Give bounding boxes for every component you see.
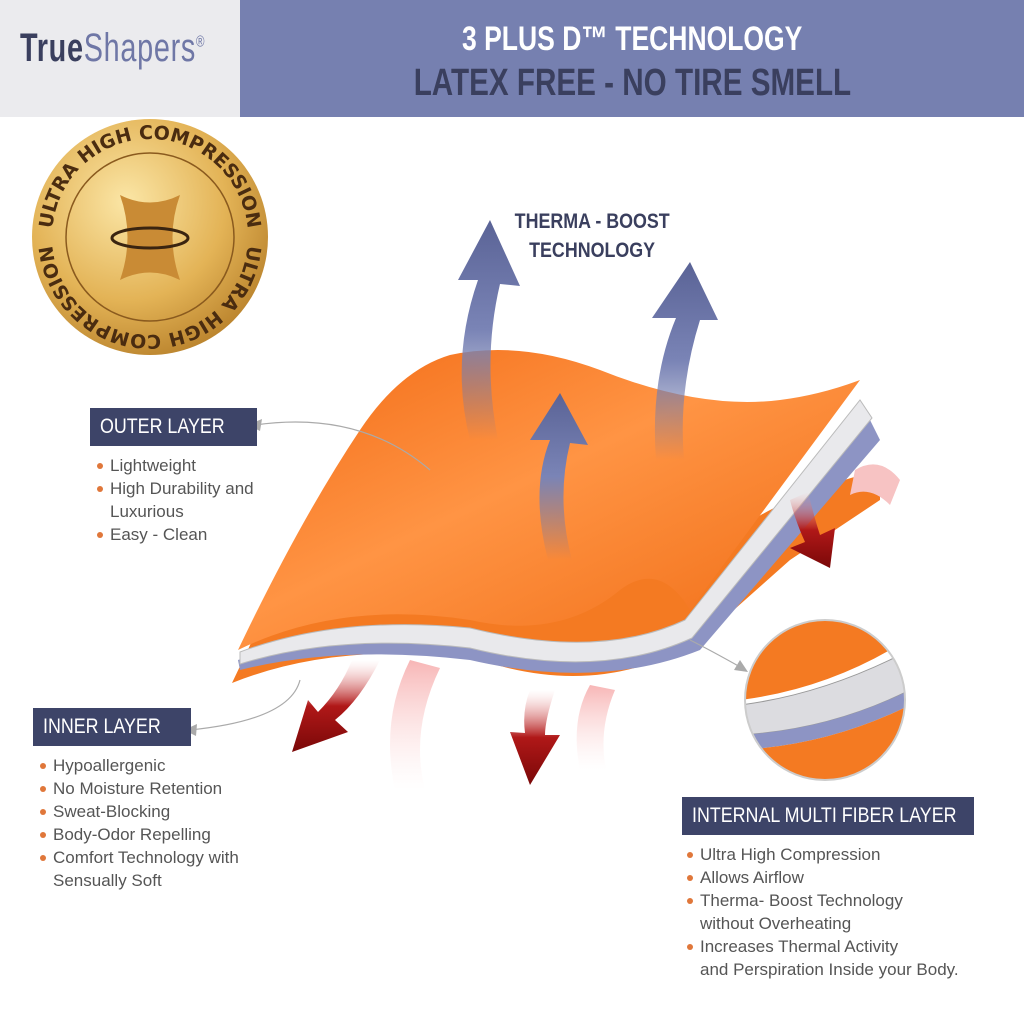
internal-layer-tag: INTERNAL MULTI FIBER LAYER [682,797,974,835]
list-item: Allows Airflow [687,866,959,889]
list-item: Ultra High Compression [687,843,959,866]
outer-layer-tag: OUTER LAYER [90,408,257,446]
list-item: Easy - Clean [97,523,254,546]
list-item: Hypoallergenic [40,754,239,777]
inner-layer-list: Hypoallergenic No Moisture Retention Swe… [40,754,239,892]
header-banner [240,0,1024,117]
fiber-layer-zoom [745,620,905,780]
list-item: without Overheating [700,914,852,933]
brand-logo: TrueShapers® [20,26,206,70]
heat-out-arrow [458,220,718,560]
internal-layer-list: Ultra High Compression Allows Airflow Th… [687,843,959,981]
list-item: Body-Odor Repelling [40,823,239,846]
list-item: Sweat-Blocking [40,800,239,823]
list-item: Comfort Technology with [40,846,239,869]
list-item: No Moisture Retention [40,777,239,800]
list-item: Luxurious [110,502,184,521]
list-item: Sensually Soft [53,871,162,890]
inner-layer-tag: INNER LAYER [33,708,192,746]
sweat-out-arrow [292,464,900,790]
list-item: and Perspiration Inside your Body. [700,960,959,979]
list-item: Therma- Boost Technology [687,889,959,912]
list-item: Lightweight [97,454,254,477]
header-title: 3 PLUS D™ TECHNOLOGY [461,20,803,58]
ultra-compression-badge: ULTRA HIGH COMPRESSION ULTRA HIGH COMPRE… [32,119,268,355]
outer-layer-list: Lightweight High Durability and Luxuriou… [97,454,254,546]
logo-panel [0,0,240,117]
list-item: Increases Thermal Activity [687,935,959,958]
header-subtitle: LATEX FREE - NO TIRE SMELL [413,62,851,104]
list-item: High Durability and [97,477,254,500]
